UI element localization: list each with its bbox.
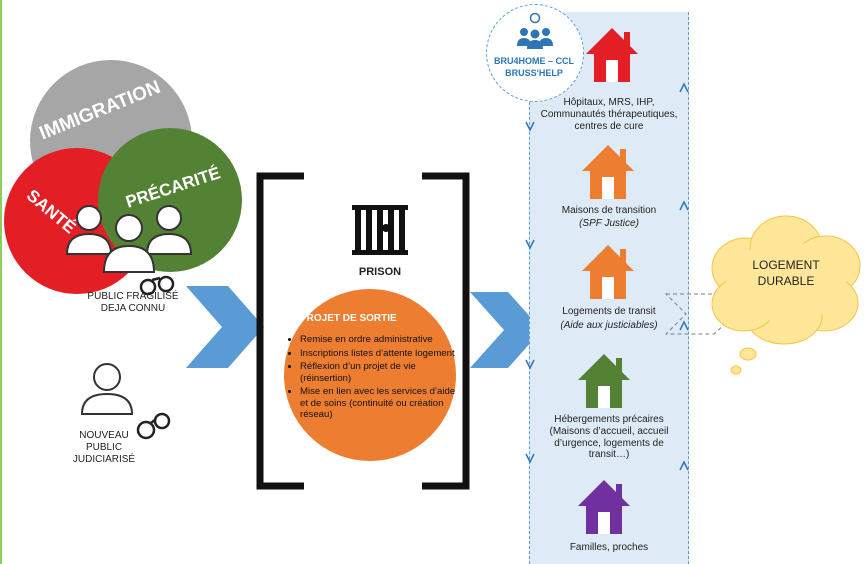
projet-sortie-circle (284, 289, 456, 461)
housing-sub-2: (SPF Justice) (579, 218, 639, 229)
handcuffs-icon (136, 412, 171, 440)
projet-actions-list: Remise en ordre administrative Inscripti… (286, 334, 456, 423)
arrow-chevron-1 (186, 286, 264, 368)
person-icon (80, 363, 134, 415)
prison-brackets (256, 172, 470, 490)
cloud-line1: LOGEMENT (752, 258, 820, 272)
housing-label-3: Logements de transit (562, 306, 656, 317)
partner-badge (486, 4, 584, 102)
people-group-icon (65, 205, 193, 273)
dashed-arrow-to-cloud (664, 293, 737, 335)
partner-line2: BRUSS'HELP (505, 68, 563, 78)
housing-label-5: Familles, proches (569, 542, 649, 553)
house-icon-green (578, 354, 630, 408)
house-icon-purple (578, 480, 630, 534)
arrow-chevron-2 (470, 292, 542, 368)
partner-line1: BRU4HOME – CCL (493, 56, 574, 66)
projet-title: PROJET DE SORTIE (300, 313, 397, 324)
projet-action-item: Inscriptions listes d’attente logement (300, 348, 456, 360)
projet-action-item: Mise en lien avec les services d’aide et… (300, 386, 456, 421)
cloud-line2: DURABLE (757, 274, 815, 288)
prison-icon (352, 205, 408, 255)
logement-durable-cloud (711, 215, 861, 375)
handcuffs-icon (139, 275, 175, 296)
left-accent-line (0, 0, 2, 564)
prison-label: PRISON (358, 266, 402, 278)
house-icon-orange (582, 245, 634, 299)
projet-action-item: Réflexion d’un projet de vie (réinsertio… (300, 361, 456, 384)
house-icon-orange (582, 145, 634, 199)
flow-arrows (525, 82, 689, 471)
public-known-label: PUBLIC FRAGILISÉ DEJA CONNU (87, 291, 179, 314)
housing-label-2: Maisons de transition (561, 205, 657, 216)
projet-action-item: Remise en ordre administrative (300, 334, 456, 346)
team-lightbulb-icon (517, 12, 553, 49)
public-new-label: NOUVEAU PUBLIC JUDICIARISÉ (72, 430, 136, 465)
housing-label-4: Hébergements précaires (Maisons d’accuei… (549, 414, 669, 461)
house-icon-red (586, 28, 638, 82)
housing-label-1: Hôpitaux, MRS, IHP, Communautés thérapeu… (540, 97, 678, 132)
housing-sub-3: (Aide aux justiciables) (560, 320, 658, 331)
